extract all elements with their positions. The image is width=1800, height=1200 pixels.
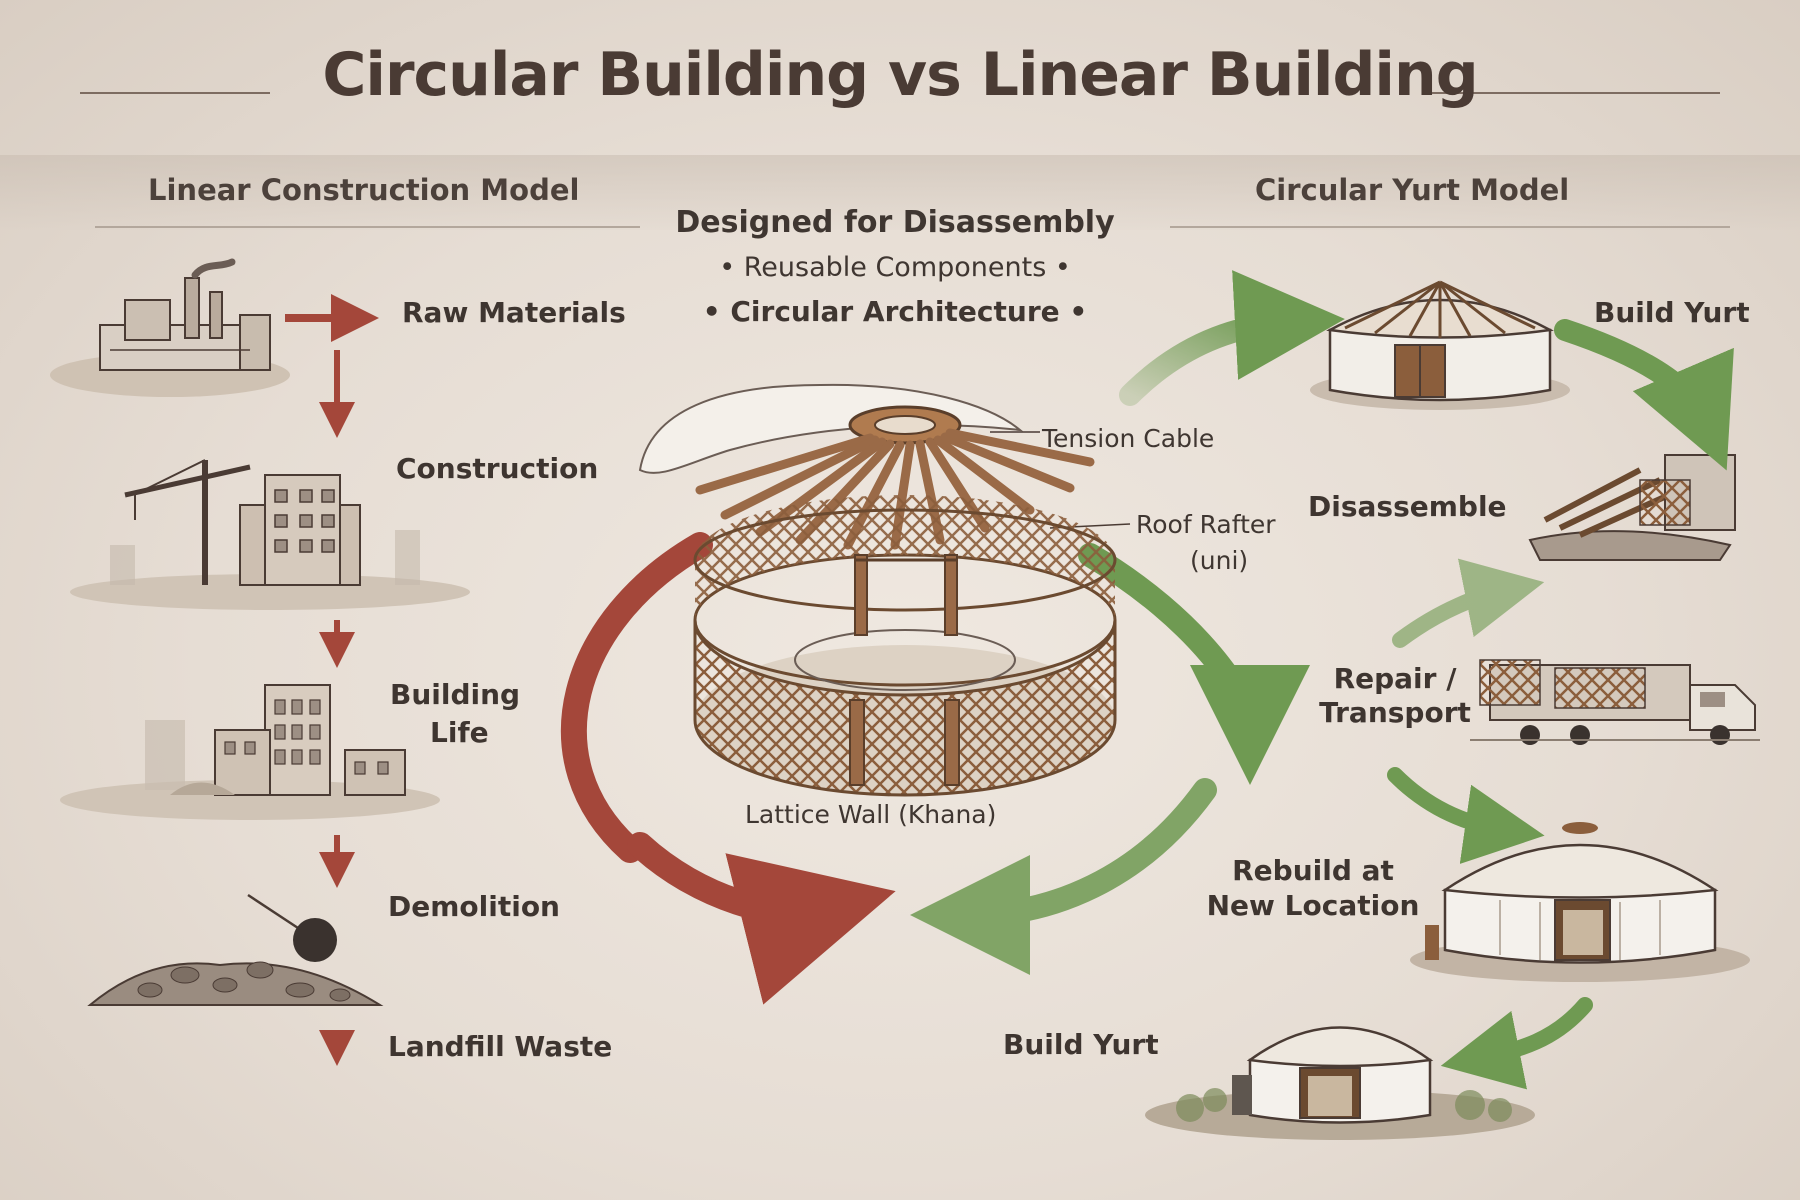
transport-truck-icon (1470, 659, 1760, 745)
circular-architecture: • Circular Architecture • (702, 295, 1088, 328)
rebuilt-yurt-icon (1410, 822, 1750, 982)
build-yurt-top-label: Build Yurt (1594, 296, 1750, 329)
transport-label: Transport (1319, 696, 1471, 729)
roof-rafter-label: Roof Rafter (1136, 510, 1276, 539)
tension-cable-label: Tension Cable (1042, 424, 1215, 453)
roof-rafter-sub-label: (uni) (1190, 546, 1249, 575)
disassembled-parts-icon (1528, 454, 1736, 561)
repair-label: Repair / (1333, 662, 1457, 695)
step-raw-materials: Raw Materials (402, 296, 626, 329)
linear-heading-rule (95, 226, 640, 228)
lattice-wall-label: Lattice Wall (Khana) (745, 800, 997, 829)
yurt-exploded-icon (560, 383, 1310, 1005)
title-rule-right (1430, 92, 1720, 94)
circular-heading-rule (1170, 226, 1730, 228)
designed-for-disassembly: Designed for Disassembly (675, 205, 1115, 240)
title-rule-left (80, 92, 270, 94)
bottom-yurt-icon (1145, 1026, 1535, 1140)
step-landfill-waste: Landfill Waste (388, 1030, 613, 1063)
circular-model-heading: Circular Yurt Model (1255, 173, 1570, 207)
rebuild-label-line1: Rebuild at (1232, 854, 1394, 887)
factory-icon (50, 258, 290, 397)
demolition-icon (87, 893, 384, 1006)
step-demolition: Demolition (388, 890, 560, 923)
building-life-icon (60, 684, 440, 820)
step-construction: Construction (396, 452, 599, 485)
build-yurt-bottom-label: Build Yurt (1003, 1028, 1159, 1061)
yurt-frame-icon (1310, 280, 1570, 410)
step-building: Building (390, 678, 521, 711)
circular-flow-arrows (1119, 270, 1734, 1090)
rebuild-label-line2: New Location (1206, 889, 1420, 922)
disassemble-label: Disassemble (1308, 490, 1507, 523)
linear-model-heading: Linear Construction Model (148, 173, 580, 207)
linear-flow-arrows (285, 294, 379, 1066)
header-band (0, 155, 1800, 230)
construction-icon (70, 459, 470, 610)
reusable-components: • Reusable Components • (719, 252, 1071, 283)
step-life: Life (430, 716, 489, 749)
page-title: Circular Building vs Linear Building (322, 40, 1478, 110)
